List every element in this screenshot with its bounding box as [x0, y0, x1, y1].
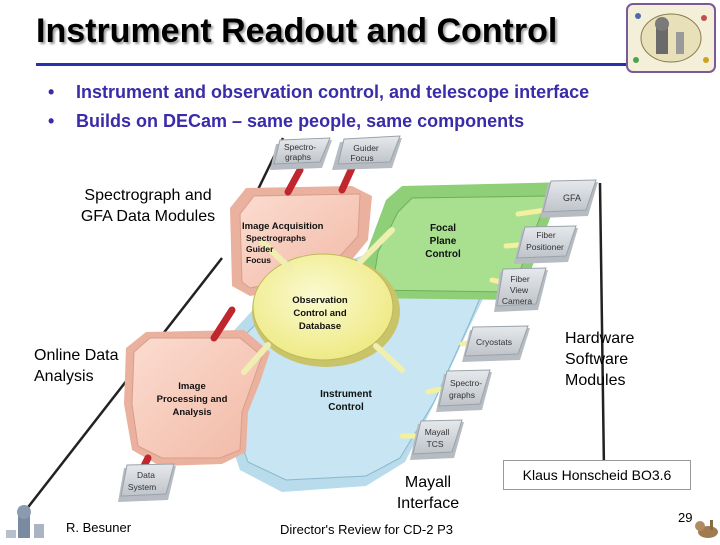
observation-control-labels: Observation Control and Database: [292, 295, 348, 332]
title-underline: [36, 63, 636, 66]
annotation-line: Hardware: [565, 330, 635, 347]
footer-review: Director's Review for CD-2 P3: [280, 522, 453, 537]
presenter-note-box: Klaus Honscheid BO3.6: [503, 460, 691, 490]
bullet-text: Instrument and observation control, and …: [76, 82, 590, 102]
bracket-line: [598, 182, 606, 471]
module-cryostats: Cryostats: [462, 325, 530, 362]
annotation-line: Mayall: [404, 474, 452, 491]
module-label: Cryostats: [476, 337, 512, 347]
module-label: Camera: [502, 296, 533, 306]
bullet-marker: •: [48, 82, 55, 102]
panel-title: Analysis: [172, 407, 211, 418]
footer-logo-left: [0, 500, 60, 540]
project-logo: [624, 2, 718, 74]
annotation-line: Software: [565, 351, 629, 368]
panel-title: Observation: [292, 295, 348, 306]
panel-title: Control and: [293, 308, 346, 319]
panel-title: Image: [178, 381, 205, 392]
module-label: GFA: [563, 193, 581, 203]
module-label: Spectro-: [284, 142, 316, 152]
module-label: graphs: [449, 390, 475, 400]
annotation-hardware: Hardware Software Modules: [565, 328, 634, 391]
panel-title: Instrument: [320, 389, 372, 400]
bullet-item: • Instrument and observation control, and…: [48, 82, 589, 103]
annotation-line: Interface: [396, 495, 460, 512]
panel-title: Database: [299, 321, 341, 332]
footer-author: R. Besuner: [66, 520, 132, 535]
panel-title: Control: [425, 249, 461, 260]
panel-item: Focus: [246, 255, 271, 265]
slide-title: Instrument Readout and Control: [36, 12, 558, 50]
annotation-online-data: Online Data Analysis: [34, 345, 119, 387]
annotation-line: GFA Data Modules: [80, 208, 216, 225]
observation-control-database: [252, 253, 400, 367]
module-fiber-view-camera: Fiber View Camera: [494, 267, 548, 312]
module-label: graphs: [285, 152, 311, 162]
module-spectrographs-right: Spectro- graphs: [436, 369, 492, 412]
image-processing-labels: Image Processing and Analysis: [157, 381, 228, 418]
module-mayall-tcs: Mayall TCS: [410, 419, 464, 460]
annotation-spectrograph-gfa: Spectrograph and GFA Data Modules: [64, 185, 232, 227]
bullet-text: Builds on DECam – same people, same comp…: [76, 111, 525, 131]
panel-item: Guider: [246, 244, 274, 254]
module-label: Focus: [350, 153, 373, 163]
module-label: TCS: [427, 439, 444, 449]
page-number: 29: [678, 510, 693, 525]
annotation-line: Modules: [565, 372, 626, 389]
image-acquisition-labels: Image Acquisition Spectrographs Guider F…: [242, 221, 324, 265]
image-processing-panel: [124, 330, 270, 466]
module-label: Mayall: [425, 427, 450, 437]
module-label: System: [128, 482, 156, 492]
focal-plane-labels: Focal Plane Control: [425, 223, 461, 260]
bracket-line: [21, 257, 223, 516]
module-guider-focus: Guider Focus: [332, 135, 402, 170]
panel-title: Plane: [430, 236, 457, 247]
module-gfa: GFA: [540, 179, 598, 218]
module-label: Spectro-: [450, 378, 482, 388]
footer-logo-right: [692, 512, 720, 540]
module-label: Guider: [353, 143, 379, 153]
module-label: Data: [137, 470, 155, 480]
module-label: Positioner: [526, 242, 564, 252]
annotation-mayall-interface: Mayall Interface: [388, 472, 468, 514]
panel-item: Spectrographs: [246, 233, 306, 243]
module-spectrographs-top: Spectro- graphs: [270, 137, 332, 170]
annotation-line: Spectrograph and: [84, 187, 212, 204]
panel-title: Image Acquisition: [242, 221, 324, 232]
module-label: View: [510, 285, 529, 295]
panel-title: Processing and: [157, 394, 228, 405]
module-data-system: Data System: [118, 463, 176, 502]
panel-title: Control: [328, 402, 364, 413]
module-label: Fiber: [510, 274, 530, 284]
bullet-marker: •: [48, 111, 55, 131]
module-label: Fiber: [536, 230, 556, 240]
annotation-line: Online Data: [34, 347, 119, 364]
bullet-item: • Builds on DECam – same people, same com…: [48, 111, 524, 132]
instrument-control-labels: Instrument Control: [320, 389, 372, 413]
image-acquisition-panel: [230, 186, 372, 296]
panel-title: Focal: [430, 223, 456, 234]
module-fiber-positioner: Fiber Positioner: [514, 225, 578, 264]
connector-spokes: [241, 227, 405, 375]
annotation-line: Analysis: [34, 368, 94, 385]
